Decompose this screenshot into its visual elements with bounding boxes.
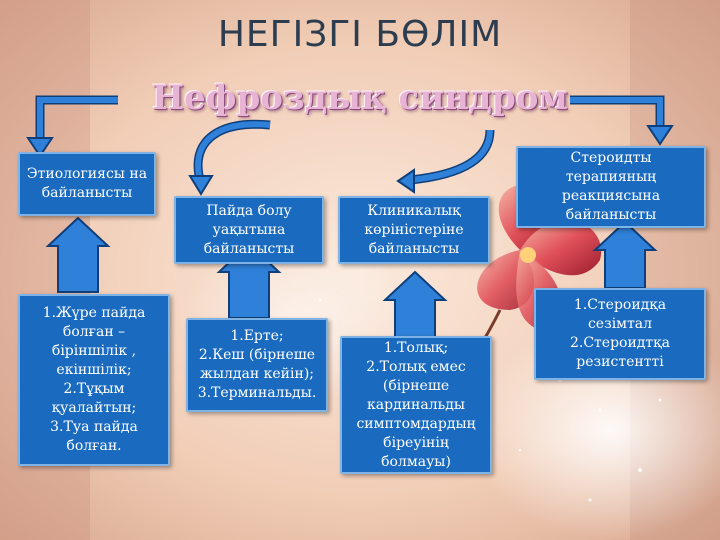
steroid-item-2: 2.Стероидтқа резистентті: [569, 335, 671, 370]
etiology-item-1b: екіншілік;: [56, 362, 132, 378]
etiology-item-2: 2.Тұқым қуалайтын;: [51, 381, 137, 416]
onset-item-3: 3.Терминальды.: [197, 385, 317, 401]
etiology-item-3: 3.Туа пайда болған.: [50, 419, 138, 454]
header-box-clinical: Клиникалық көріністеріне байланысты: [338, 196, 490, 264]
header-box-etiology: Этиологиясы на байланысты: [18, 152, 156, 216]
arrow-center-left: [193, 119, 271, 182]
clinical-item-1: 1.Толық;: [383, 339, 449, 356]
onset-item-2: 2.Кеш (бірнеше жылдан кейін);: [198, 347, 316, 382]
up-arrow-3: [382, 270, 448, 339]
up-arrow-4: [592, 220, 658, 289]
arrowhead-right: [646, 125, 674, 146]
detail-box-clinical: 1.Толық; 2.Толық емес (бірнеше кардиналь…: [340, 336, 492, 474]
header-box-steroid: Стероидты терапияның реакциясына байланы…: [516, 146, 706, 228]
detail-box-etiology: 1.Жүре пайда болған – біріншілік , екінш…: [18, 294, 170, 466]
header-steroid-text: Стероидты терапияның реакциясына байланы…: [561, 150, 661, 223]
diagram-subtitle: Нефроздық синдром: [152, 78, 568, 118]
arrowhead-left: [26, 137, 54, 158]
up-arrow-1: [45, 216, 111, 293]
steroid-item-1: 1.Стероидқа сезімтал: [573, 297, 667, 332]
detail-box-onset: 1.Ерте; 2.Кеш (бірнеше жылдан кейін); 3.…: [186, 318, 328, 412]
header-box-onset: Пайда болу уақытына байланысты: [174, 196, 324, 264]
page-title: НЕГІЗГІ БӨЛІМ: [217, 14, 503, 55]
header-onset-text: Пайда болу уақытына байланысты: [203, 202, 295, 257]
header-etiology-text: Этиологиясы на байланысты: [26, 166, 148, 201]
detail-box-steroid: 1.Стероидқа сезімтал 2.Стероидтқа резист…: [534, 288, 706, 380]
etiology-item-1: 1.Жүре пайда болған – біріншілік ,: [42, 305, 146, 359]
arrowhead-center-left: [188, 175, 214, 196]
clinical-item-2: 2.Толық емес (бірнеше кардинальды симпто…: [356, 358, 476, 470]
arrowhead-center-right: [396, 168, 415, 194]
onset-item-1: 1.Ерте;: [230, 328, 284, 344]
header-clinical-text: Клиникалық көріністеріне байланысты: [364, 202, 464, 257]
